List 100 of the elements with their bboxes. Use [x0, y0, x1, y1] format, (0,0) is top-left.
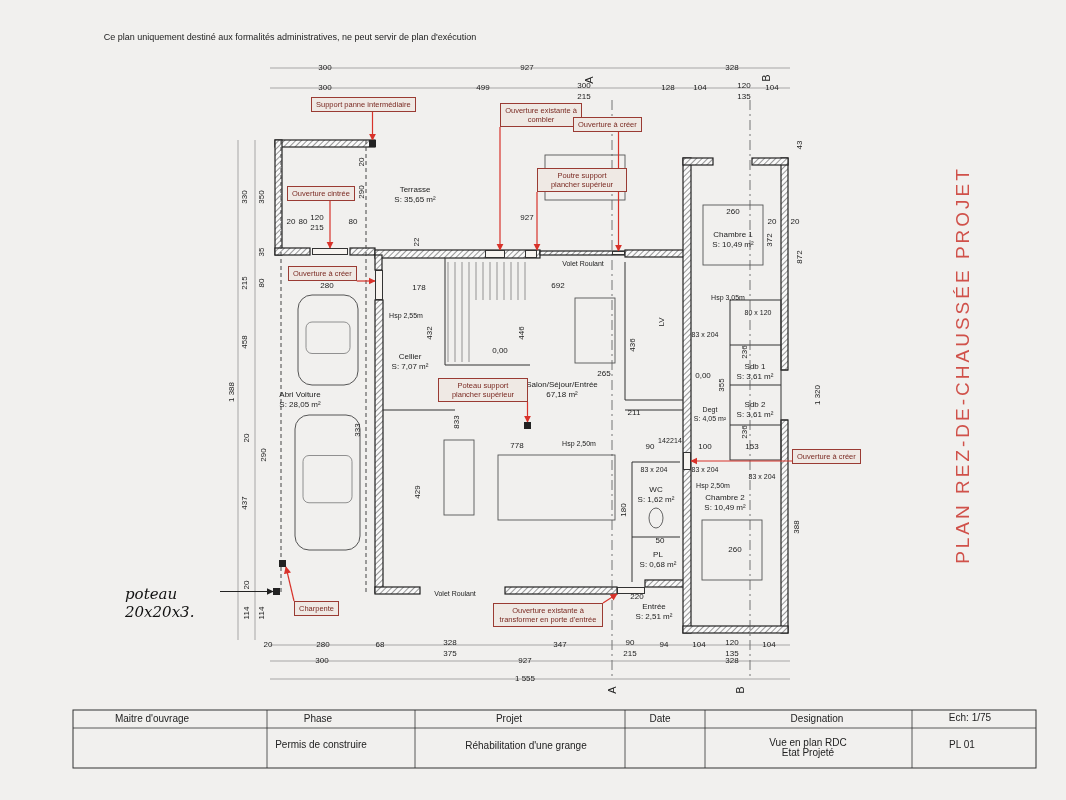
dimension-value: 927 [518, 657, 532, 665]
dimension-value: 80 [258, 278, 266, 288]
wall-opening [683, 452, 691, 470]
dimension-value: 90 [645, 443, 655, 451]
section-mark: A [583, 76, 595, 84]
room-area: S: 10,49 m² [704, 503, 746, 513]
level-mark: 0,00 [492, 347, 508, 355]
table-cell: Réhabilitation d'une grange [465, 741, 587, 751]
dimension-value: 300 [318, 64, 332, 72]
room-area: S: 1,62 m² [637, 495, 675, 505]
room-area: S: 28,05 m² [279, 400, 321, 410]
dimension-value: 330 [241, 190, 249, 204]
post-symbol [279, 560, 286, 567]
dimension-value: 355 [718, 378, 726, 392]
dimension-value: 35 [258, 247, 266, 257]
dimension-value: 260 [728, 546, 742, 554]
dimension-value: 372 [766, 233, 774, 247]
handwritten-note: poteau 20x20x3. [125, 585, 220, 621]
table-cell: PL 01 [949, 740, 975, 750]
dimension-value: 215 [310, 224, 324, 232]
post-symbol [524, 422, 531, 429]
dimension-value: 104 [692, 641, 706, 649]
dimension-value: 328 [725, 657, 739, 665]
note-text: Ce plan uniquement destiné aux formalités administratives, ne peut servir de plan d'exécution [103, 32, 477, 42]
dimension-value: 120 [725, 639, 739, 647]
dimension-value: 215 [577, 93, 591, 101]
dimension-value: 236 [741, 425, 749, 439]
room-area: S: 0,68 m² [639, 560, 677, 570]
table-header: Ech: 1/75 [948, 713, 992, 723]
dimension-value: 833 [453, 415, 461, 429]
dimension-value: 215 [623, 650, 637, 658]
dimension-value: 692 [551, 282, 565, 290]
dimension-value: 432 [426, 326, 434, 340]
dimension-value: 20 [767, 218, 777, 226]
dimension-value: 20 [790, 218, 800, 226]
dimension-value: 120 [310, 214, 324, 222]
leader-arrow [356, 277, 376, 285]
dimension-value: 68 [375, 641, 385, 649]
dimension-value: 180 [620, 503, 628, 517]
dimension-value: 328 [443, 639, 457, 647]
dimension-value: 290 [260, 448, 268, 462]
dimension-value: 20 [286, 218, 296, 226]
dimension-value: 446 [518, 326, 526, 340]
room-name: Chambre 1 [712, 230, 754, 240]
plan-title: PLAN REZ-DE-CHAUSSÉE PROJET [952, 166, 974, 564]
dimension-value: 211 [627, 409, 641, 417]
dimension-value: 20 [358, 157, 366, 167]
room-area: S: 7,07 m² [391, 362, 429, 372]
section-mark: B [734, 686, 746, 694]
room-area: S: 3,61 m² [736, 372, 774, 382]
room-name: Sdb 1 [743, 362, 767, 372]
section-mark: B [760, 74, 772, 82]
leader-arrow [496, 126, 504, 251]
dimension-value: 215 [241, 276, 249, 290]
room-area: S: 3,61 m² [736, 410, 774, 420]
table-cell-text: Vue en plan RDC Etat Projeté [768, 738, 848, 758]
dimension-value: 927 [520, 214, 534, 222]
dimension-value: 114 [243, 606, 251, 620]
room-area: S: 35,65 m² [394, 195, 436, 205]
room-name: Chambre 2 [704, 493, 746, 503]
dimension-value: 20 [243, 433, 251, 443]
table-header: Maitre d'ouvrage [114, 714, 190, 724]
dimension-value: 328 [725, 64, 739, 72]
dimension-value: 927 [520, 64, 534, 72]
room-name: Salon/Séjour/Entrée [526, 380, 598, 390]
dimension-value: 1 555 [515, 675, 535, 683]
dimension-value: 20 [263, 641, 273, 649]
dimension-value: 347 [553, 641, 567, 649]
dimension-value: 20 [243, 580, 251, 590]
room-name: Sdb 2 [743, 400, 767, 410]
room-name: WC [648, 485, 664, 495]
dimension-value: 350 [258, 190, 266, 204]
table-header: Phase [303, 714, 333, 724]
dimension-value: 458 [241, 335, 249, 349]
dimension-value: 220 [630, 593, 644, 601]
dimension-value: 260 [726, 208, 740, 216]
dimension-value: 104 [762, 641, 776, 649]
dimension-value: 236 [741, 345, 749, 359]
leader-arrow [523, 401, 532, 423]
dimension-value: 104 [693, 84, 707, 92]
wall-opening [312, 248, 348, 255]
table-header: Date [649, 714, 671, 724]
dimension-value: 22 [413, 237, 421, 247]
table-cell: Permis de construire [275, 740, 367, 750]
dimension-value: 300 [577, 82, 591, 90]
dimension-value: 1 388 [228, 382, 236, 402]
table-header: Designation [790, 714, 844, 724]
post-symbol [273, 588, 280, 595]
dimension-value: 388 [793, 520, 801, 534]
leader-arrow [219, 587, 274, 596]
dimension-value: 178 [412, 284, 426, 292]
dimension-value: 114 [258, 606, 266, 620]
dimension-value: 300 [315, 657, 329, 665]
dimension-value: 80 [348, 218, 358, 226]
room-name: PL [652, 550, 664, 560]
room-name: Cellier [397, 352, 423, 362]
leader-arrow [602, 593, 618, 604]
wall-opening [617, 587, 645, 594]
leader-arrow [533, 191, 541, 251]
dimension-value: 120 [737, 82, 751, 90]
